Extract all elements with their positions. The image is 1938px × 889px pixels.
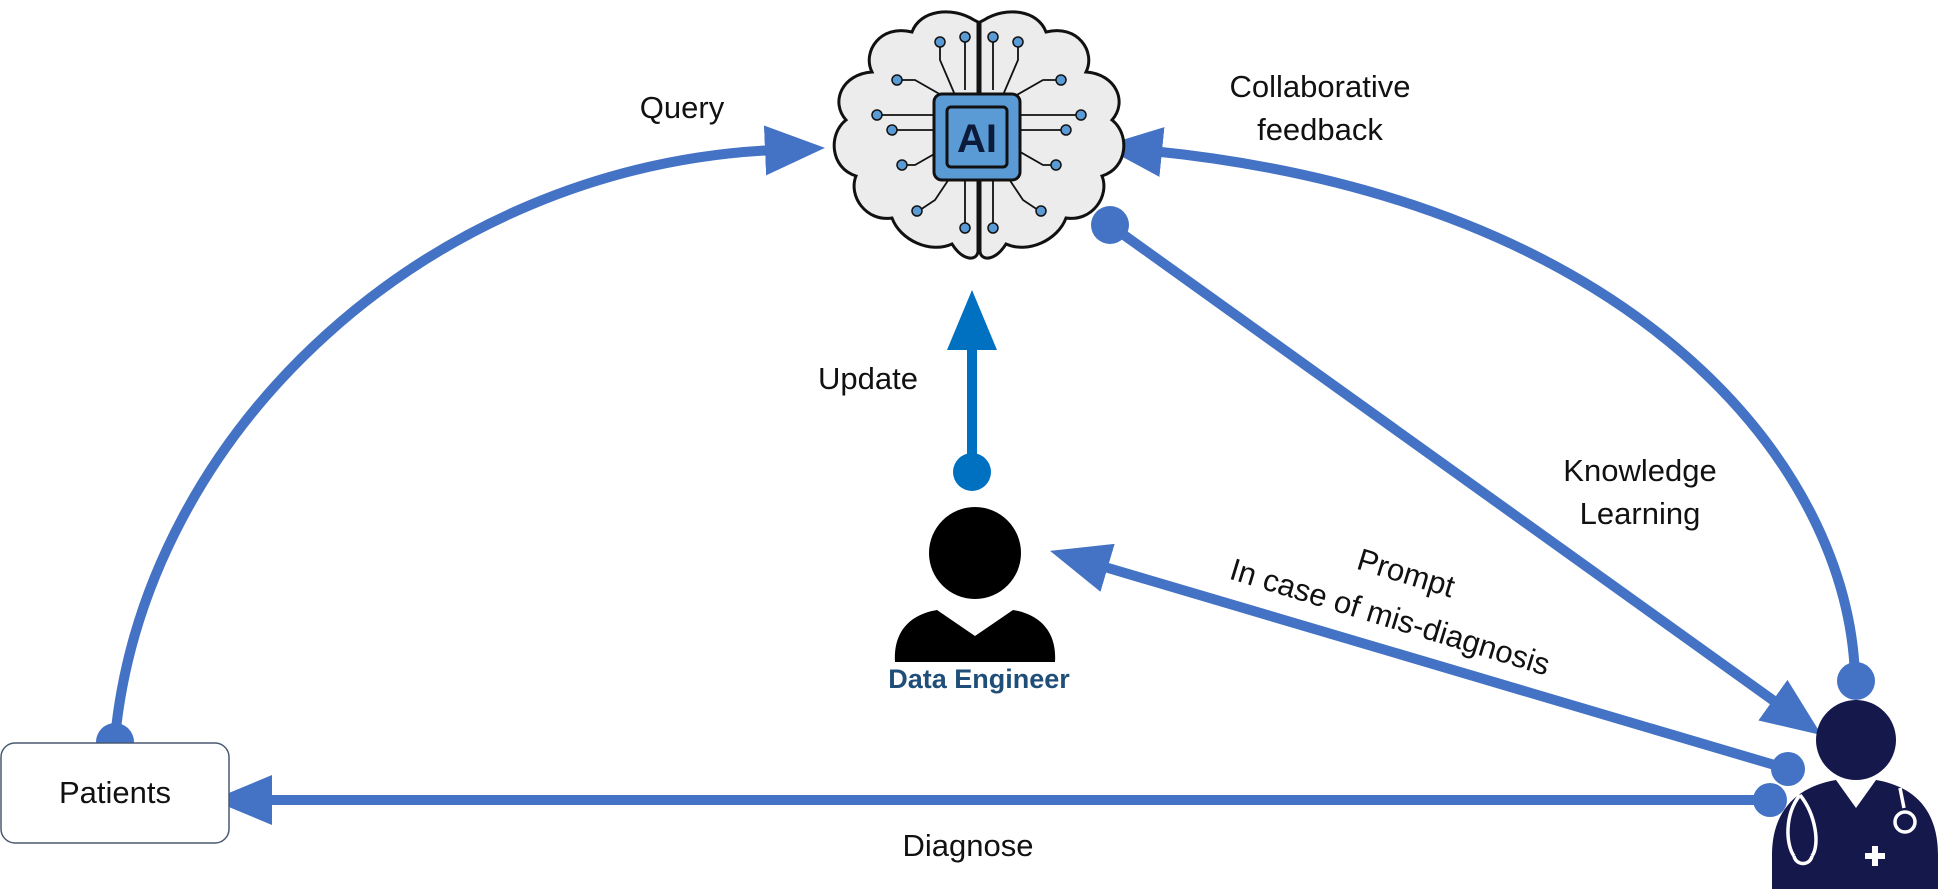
update-arrow (947, 290, 997, 491)
doctor-node (1772, 700, 1938, 889)
query-label: Query (640, 90, 725, 125)
knowledge-learning-arrow (1091, 206, 1822, 736)
collaborative-feedback-label-line2: feedback (1257, 112, 1383, 147)
brain-icon (832, 10, 1126, 260)
ai-brain-node: AI (832, 10, 1126, 260)
ai-chip-label: AI (957, 117, 997, 161)
doctor-icon (1772, 700, 1938, 889)
diagnose-label: Diagnose (903, 828, 1034, 863)
ai-chip-icon: AI (932, 92, 1022, 182)
patients-label: Patients (59, 775, 171, 810)
diagnose-arrow (212, 775, 1787, 825)
collaborative-feedback-arrow (1102, 127, 1875, 700)
person-icon (894, 507, 1056, 662)
query-arrow (96, 125, 825, 761)
collaborative-feedback-label-line1: Collaborative (1230, 69, 1411, 104)
patients-node: Patients (0, 742, 230, 844)
update-label: Update (818, 361, 918, 396)
data-engineer-label: Data Engineer (888, 664, 1070, 694)
knowledge-learning-label-line1: Knowledge (1563, 453, 1716, 488)
knowledge-learning-label-line2: Learning (1580, 496, 1701, 531)
data-engineer-node: Data Engineer (888, 507, 1070, 694)
prompt-arrow (1050, 543, 1805, 786)
